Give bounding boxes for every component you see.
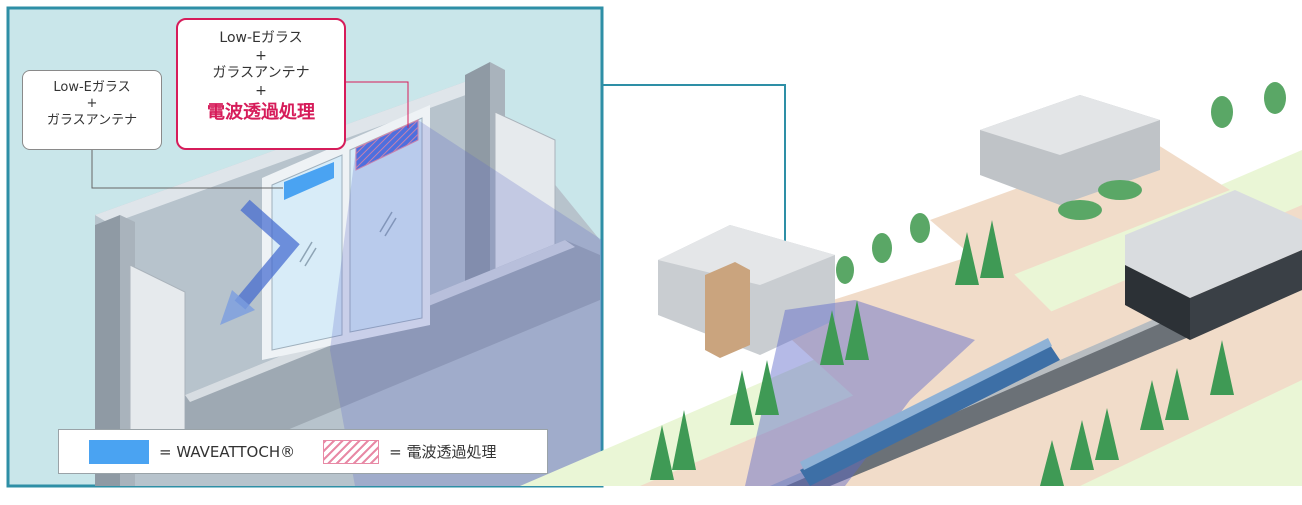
coverage-area xyxy=(745,300,975,486)
legend-swatch-antenna xyxy=(89,439,149,464)
callout-line: + xyxy=(255,47,267,64)
callout-line: Low-Eガラス xyxy=(219,30,303,46)
city-scene xyxy=(520,82,1302,486)
callout-lowe-antenna: Low-Eガラス + ガラスアンテナ xyxy=(22,70,162,150)
treated-antenna xyxy=(355,119,419,171)
legend-label-treatment: = 電波透過処理 xyxy=(389,443,497,461)
callout-line: ガラスアンテナ xyxy=(212,65,310,81)
legend-swatch-treatment xyxy=(323,439,380,464)
antenna-strip xyxy=(284,162,334,200)
legend-label-waveattoch: = WAVEATTOCH® xyxy=(159,442,296,461)
callout-lowe-antenna-treatment: Low-Eガラス + ガラスアンテナ + 電波透過処理 xyxy=(176,18,346,150)
callout-highlight: 電波透過処理 xyxy=(207,102,315,123)
callout-line: + xyxy=(86,96,98,112)
callout-line: ガラスアンテナ xyxy=(46,112,138,128)
legend: = WAVEATTOCH® = 電波透過処理 xyxy=(58,429,548,474)
callout-line: + xyxy=(255,82,267,99)
callout-line: Low-Eガラス xyxy=(53,80,131,95)
signal-arrow xyxy=(234,199,300,310)
